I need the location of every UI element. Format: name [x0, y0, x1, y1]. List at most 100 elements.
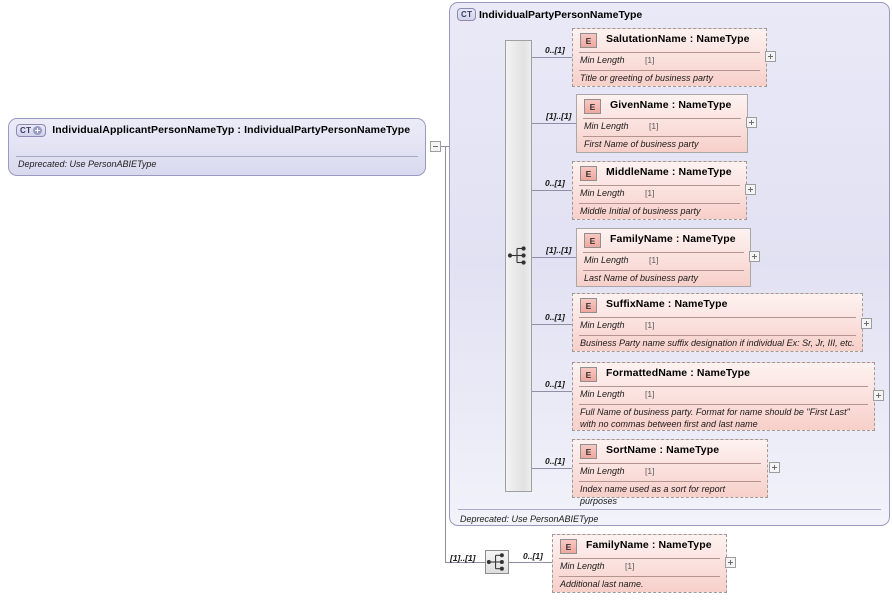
- plus-icon[interactable]: [873, 390, 884, 401]
- element-box-suffixname[interactable]: E SuffixName : NameType Min Length [1] B…: [572, 293, 863, 352]
- element-facet: Min Length [1]: [553, 559, 726, 576]
- plus-icon[interactable]: [746, 117, 757, 128]
- divider: [579, 335, 856, 336]
- plus-icon[interactable]: [749, 251, 760, 262]
- element-icon: E: [580, 367, 597, 382]
- element-facet: Min Length [1]: [573, 464, 767, 481]
- element-documentation: Business Party name suffix designation i…: [580, 338, 855, 348]
- facet-name: Min Length: [560, 561, 605, 571]
- element-header: E SuffixName : NameType: [573, 294, 862, 317]
- model-group-bar[interactable]: [505, 40, 532, 492]
- facet-value: [1]: [645, 320, 655, 330]
- element-icon: E: [580, 166, 597, 181]
- element-cardinality-label: 0..[1]: [545, 456, 565, 466]
- connector-line: [532, 123, 576, 124]
- divider: [579, 185, 740, 186]
- element-documentation: Full Name of business party. Format for …: [580, 407, 850, 429]
- plus-icon[interactable]: [861, 318, 872, 329]
- connector-line: [532, 190, 572, 191]
- complextype-expand-icon[interactable]: CT: [16, 124, 47, 137]
- divider: [579, 481, 761, 482]
- facet-value: [1]: [645, 466, 655, 476]
- plus-glyph: [33, 126, 43, 135]
- connector-line: [445, 146, 446, 562]
- complextype-reference-annotation: Deprecated: Use PersonABIEType: [18, 159, 157, 169]
- element-documentation: Additional last name.: [560, 579, 644, 589]
- element-header: E FormattedName : NameType: [573, 363, 874, 386]
- element-name: FamilyName : NameType: [586, 539, 712, 551]
- element-header: E FamilyName : NameType: [577, 229, 750, 252]
- element-icon: E: [580, 444, 597, 459]
- divider: [579, 386, 868, 387]
- element-cardinality-label: 0..[1]: [545, 178, 565, 188]
- plus-icon[interactable]: [745, 184, 756, 195]
- element-name: GivenName : NameType: [610, 99, 732, 111]
- facet-value: [1]: [649, 255, 659, 265]
- element-box-salutationname[interactable]: E SalutationName : NameType Min Length […: [572, 28, 767, 87]
- facet-value: [1]: [645, 389, 655, 399]
- facet-name: Min Length: [580, 389, 625, 399]
- element-header: E SalutationName : NameType: [573, 29, 766, 52]
- sequence-icon[interactable]: [485, 550, 509, 574]
- element-box-formattedname[interactable]: E FormattedName : NameType Min Length [1…: [572, 362, 875, 431]
- divider: [583, 270, 744, 271]
- extra-group-cardinality-label: [1]..[1]: [450, 553, 476, 563]
- element-box-givenname[interactable]: E GivenName : NameType Min Length [1] Fi…: [576, 94, 748, 153]
- plus-icon[interactable]: [725, 557, 736, 568]
- element-documentation: Last Name of business party: [584, 273, 699, 283]
- connector-line: [532, 257, 576, 258]
- complextype-reference-box[interactable]: CT IndividualApplicantPersonNameTyp : In…: [8, 118, 426, 176]
- divider: [16, 156, 418, 157]
- minus-icon[interactable]: [430, 141, 441, 152]
- divider: [579, 52, 760, 53]
- connector-line: [509, 562, 552, 563]
- element-name: SuffixName : NameType: [606, 298, 728, 310]
- element-icon: E: [560, 539, 577, 554]
- divider: [579, 70, 760, 71]
- divider: [579, 317, 856, 318]
- complextype-reference-header: CT IndividualApplicantPersonNameTyp : In…: [9, 119, 425, 155]
- element-cardinality-label: [1]..[1]: [546, 111, 572, 121]
- sequence-icon[interactable]: [507, 244, 530, 267]
- element-box-familyname[interactable]: E FamilyName : NameType Min Length [1] L…: [576, 228, 751, 287]
- connector-line: [445, 562, 485, 563]
- element-facet: Min Length [1]: [573, 186, 746, 203]
- complextype-title: IndividualPartyPersonNameType: [479, 9, 643, 21]
- connector-line: [532, 391, 572, 392]
- element-facet: Min Length [1]: [573, 387, 874, 404]
- element-icon: E: [584, 233, 601, 248]
- element-box-sortname[interactable]: E SortName : NameType Min Length [1] Ind…: [572, 439, 768, 506]
- element-documentation: First Name of business party: [584, 139, 699, 149]
- facet-value: [1]: [625, 561, 635, 571]
- complextype-icon: CT: [457, 8, 477, 21]
- element-name: FormattedName : NameType: [606, 367, 751, 379]
- divider: [579, 463, 761, 464]
- element-name: FamilyName : NameType: [610, 233, 736, 245]
- divider: [583, 118, 741, 119]
- facet-name: Min Length: [580, 55, 625, 65]
- facet-value: [1]: [645, 188, 655, 198]
- element-cardinality-label: 0..[1]: [545, 379, 565, 389]
- divider: [559, 558, 720, 559]
- element-name: MiddleName : NameType: [606, 166, 732, 178]
- complextype-badge-label: CT: [20, 126, 32, 135]
- facet-name: Min Length: [580, 320, 625, 330]
- plus-icon[interactable]: [765, 51, 776, 62]
- facet-value: [1]: [649, 121, 659, 131]
- element-cardinality-label: 0..[1]: [545, 45, 565, 55]
- element-name: SortName : NameType: [606, 444, 720, 456]
- element-icon: E: [584, 99, 601, 114]
- divider: [458, 509, 881, 510]
- element-documentation: Middle Initial of business party: [580, 206, 701, 216]
- element-name: SalutationName : NameType: [606, 33, 750, 45]
- element-box-middlename[interactable]: E MiddleName : NameType Min Length [1] M…: [572, 161, 747, 220]
- divider: [583, 136, 741, 137]
- element-cardinality-label: 0..[1]: [523, 551, 543, 561]
- plus-icon[interactable]: [769, 462, 780, 473]
- facet-name: Min Length: [584, 121, 629, 131]
- connector-line: [532, 324, 572, 325]
- facet-name: Min Length: [580, 466, 625, 476]
- element-facet: Min Length [1]: [573, 53, 766, 70]
- element-box-familyname-extra[interactable]: E FamilyName : NameType Min Length [1] A…: [552, 534, 727, 593]
- divider: [583, 252, 744, 253]
